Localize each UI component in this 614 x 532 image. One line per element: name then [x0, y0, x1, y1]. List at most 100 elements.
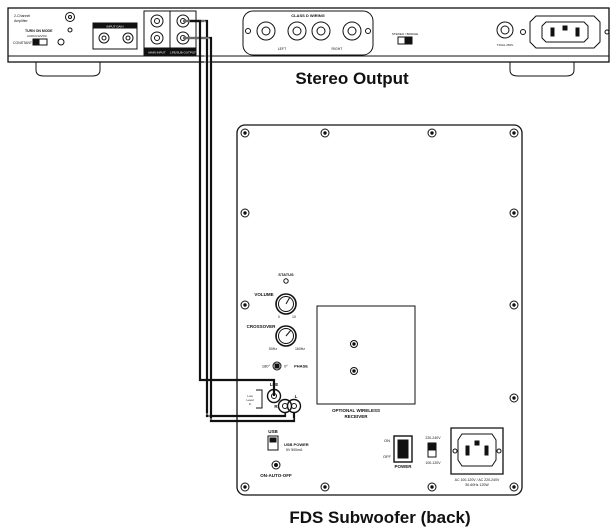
screw — [509, 300, 519, 310]
amp-foot-right — [509, 62, 575, 77]
terminal-right-minus — [311, 21, 331, 41]
screw — [320, 482, 330, 492]
amp-left-label: LEFT — [278, 47, 287, 51]
screw — [509, 393, 519, 403]
wireless-receiver-bay — [316, 305, 416, 405]
screw — [240, 300, 250, 310]
speaker-terminal-panel — [242, 10, 374, 56]
main-input-l-jack-pin — [154, 18, 160, 24]
crossover-min-label: 50Hz — [269, 347, 277, 351]
terminal-left-minus-center — [292, 26, 302, 36]
screw — [509, 482, 519, 492]
usb-label: USB — [268, 429, 278, 434]
low-level-label-1: Low — [247, 394, 253, 398]
on-auto-off-switch — [271, 460, 281, 470]
off-label: OFF — [383, 454, 392, 459]
trigger-label: AUDIO/12VDC — [27, 34, 48, 38]
bridge-switch — [397, 36, 413, 45]
lfe-input-jack — [266, 388, 282, 404]
input-gain-header — [93, 23, 137, 29]
crossover-knob — [275, 325, 297, 347]
terminal-left-plus-center — [261, 26, 271, 36]
terminal-right-minus-center — [316, 26, 326, 36]
main-input-r-jack — [150, 31, 164, 45]
phase-0-label: 0° — [284, 364, 288, 369]
main-input-l-jack — [150, 14, 164, 28]
terminal-right-plus-center — [347, 26, 357, 36]
amp-iec-outer — [529, 15, 601, 49]
sub-panel-outline — [236, 124, 523, 496]
wireless-label-2: RECEIVER — [344, 414, 368, 419]
class-d-wiring-label: CLASS D WIRING — [291, 13, 325, 18]
fuse-holder — [496, 21, 514, 39]
on-label: ON — [384, 438, 390, 443]
gain-knob-right-center — [125, 35, 131, 41]
turn-on-mode-switch — [32, 38, 48, 46]
sub-iec-inlet — [450, 427, 504, 475]
amp-labels: 2-Channel Amplifier TURN ON MODE AUDIO/1… — [13, 13, 513, 55]
phase-180-label: 180° — [262, 364, 271, 369]
voltage-100-label: 100-120V — [425, 461, 441, 465]
status-label: STATUS — [278, 272, 294, 277]
input-gain-label: INPUT GAIN — [106, 24, 123, 28]
lfe-sub-output-label: LFE/SUB OUTPUT — [170, 51, 196, 55]
gain-knob-right — [122, 32, 134, 44]
bay-screw — [350, 340, 358, 348]
terminal-left-minus — [287, 21, 307, 41]
phase-label: PHASE — [294, 364, 308, 369]
low-level-label-2: Level — [246, 398, 254, 402]
r-label: R — [274, 404, 278, 409]
voltage-220-label: 220-240V — [425, 436, 441, 440]
bridge-switch-knob — [404, 37, 412, 44]
panel-screws — [240, 128, 519, 492]
l-label: L — [295, 394, 298, 399]
cable-lfe-outer — [190, 19, 276, 396]
main-input-label: MAIN INPUT — [148, 51, 166, 55]
trigger-knob — [57, 38, 65, 46]
amp-chassis — [7, 7, 610, 63]
phase-switch — [272, 361, 282, 371]
screw — [427, 482, 437, 492]
screw — [240, 128, 250, 138]
rca-block-label-strip — [143, 47, 197, 56]
screw — [240, 208, 250, 218]
bay-screw — [350, 367, 358, 375]
constant-label: CONSTANT — [13, 41, 33, 45]
low-level-bracket — [256, 389, 263, 409]
bottom-title: FDS Subwoofer (back) — [289, 508, 470, 527]
top-title: Stereo Output — [295, 69, 409, 88]
power-label: POWER — [394, 464, 412, 469]
wireless-label-1: OPTIONAL WIRELESS — [332, 408, 380, 413]
screw — [320, 128, 330, 138]
amplifier-rear-panel — [7, 7, 610, 77]
amp-iec-inner — [541, 21, 589, 43]
trigger-jack-pin — [68, 15, 72, 19]
on-auto-off-label: ON-AUTO-OFF — [260, 473, 292, 478]
sub-labels: STATUS VOLUME 0 10 CROSSOVER 50Hz 160Hz … — [246, 272, 500, 487]
ac-rating-line1: AC 100-120V / AC 220-240V — [455, 478, 500, 482]
turn-on-mode-label: TURN ON MODE — [25, 29, 53, 33]
screw — [240, 482, 250, 492]
terminal-right-plus — [342, 21, 362, 41]
amp-brand-line1: 2-Channel — [14, 14, 30, 18]
amp-iec-pin-1 — [550, 27, 555, 37]
cable-right-gap — [183, 37, 294, 420]
screw — [509, 208, 519, 218]
low-level-l-jack — [286, 398, 302, 414]
fuse-cap — [500, 25, 510, 35]
power-rocker-switch — [393, 435, 413, 463]
status-led — [67, 27, 73, 33]
rca-cables — [183, 19, 296, 423]
volume-min-label: 0 — [278, 315, 280, 319]
terminal-screw-left — [245, 28, 251, 34]
volume-label: VOLUME — [254, 292, 273, 297]
fuse-label: T10AL 250V — [497, 43, 514, 47]
screw — [509, 128, 519, 138]
usb-power-label-1: USB POWER — [284, 442, 309, 447]
amp-iec-screw-left — [520, 29, 526, 35]
crossover-max-label: 160Hz — [295, 347, 305, 351]
status-led — [283, 278, 289, 284]
amp-iec-pin-3 — [575, 27, 580, 37]
voltage-selector — [427, 442, 437, 458]
